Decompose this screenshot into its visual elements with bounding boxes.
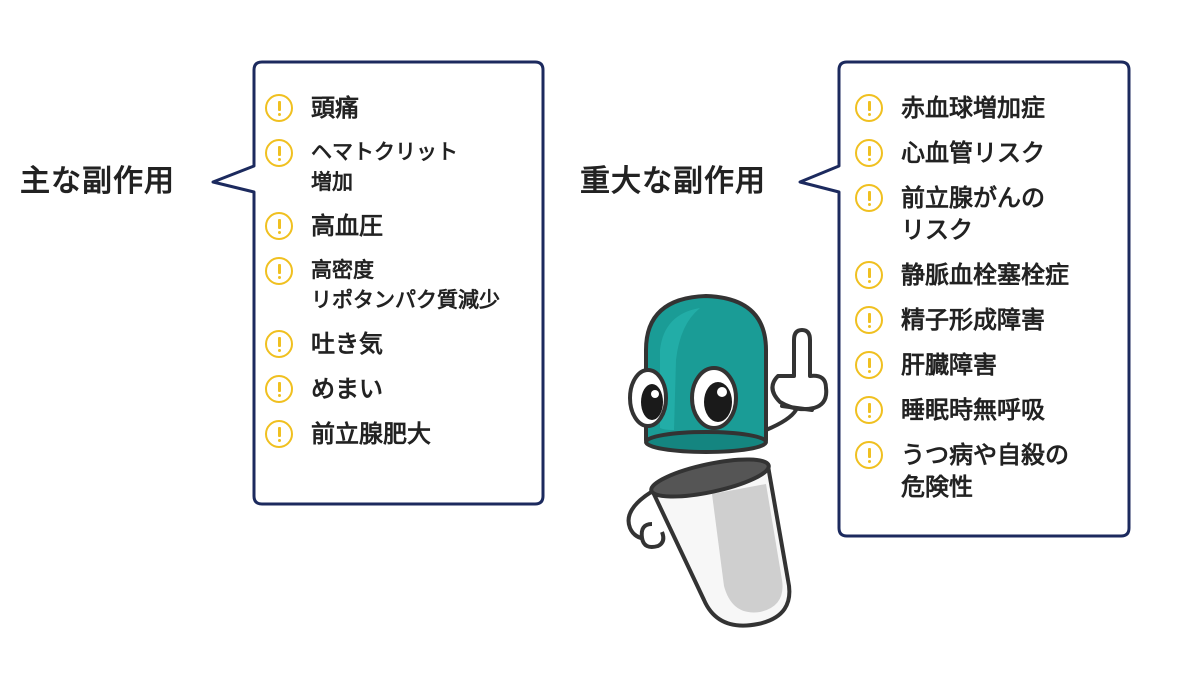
list-item-label: 静脈血栓塞栓症 xyxy=(901,261,1069,289)
main-side-effects-list: 頭痛 ヘマトクリット 増加 高血圧 高密度 リポタンパク質減少 吐き気 めまい … xyxy=(265,92,545,463)
list-item-label: うつ病や自殺の 危険性 xyxy=(901,441,1069,501)
list-item-label: 高血圧 xyxy=(311,212,383,240)
exclamation-circle-icon xyxy=(855,261,883,289)
exclamation-circle-icon xyxy=(855,396,883,424)
exclamation-circle-icon xyxy=(855,306,883,334)
list-item: 頭痛 xyxy=(265,92,545,124)
exclamation-circle-icon xyxy=(265,420,293,448)
list-item-label: 吐き気 xyxy=(311,330,383,358)
list-item: 吐き気 xyxy=(265,328,545,360)
capsule-mascot xyxy=(626,294,829,628)
exclamation-circle-icon xyxy=(265,330,293,358)
exclamation-circle-icon xyxy=(855,94,883,122)
list-item-label: 赤血球増加症 xyxy=(901,94,1045,122)
list-item: うつ病や自殺の 危険性 xyxy=(855,439,1125,503)
list-item: 心血管リスク xyxy=(855,137,1125,169)
list-item-label: 肝臓障害 xyxy=(901,351,997,379)
list-item-label: 精子形成障害 xyxy=(901,306,1045,334)
list-item-label: 心血管リスク xyxy=(901,139,1045,167)
list-item: 睡眠時無呼吸 xyxy=(855,394,1125,426)
list-item: 赤血球増加症 xyxy=(855,92,1125,124)
exclamation-circle-icon xyxy=(265,139,293,167)
exclamation-circle-icon xyxy=(265,212,293,240)
exclamation-circle-icon xyxy=(265,257,293,285)
list-item: ヘマトクリット 増加 xyxy=(265,137,545,197)
list-item: 精子形成障害 xyxy=(855,304,1125,336)
list-item-label: 頭痛 xyxy=(311,94,359,122)
serious-side-effects-heading: 重大な副作用 xyxy=(580,164,766,199)
list-item-label: めまい xyxy=(311,375,383,403)
list-item-label: 睡眠時無呼吸 xyxy=(901,396,1045,424)
list-item-label: 高密度 リポタンパク質減少 xyxy=(311,258,500,312)
serious-side-effects-list: 赤血球増加症 心血管リスク 前立腺がんの リスク 静脈血栓塞栓症 精子形成障害 … xyxy=(855,92,1125,516)
list-item: 高密度 リポタンパク質減少 xyxy=(265,255,545,315)
list-item: めまい xyxy=(265,373,545,405)
list-item-label: 前立腺肥大 xyxy=(311,420,431,448)
exclamation-circle-icon xyxy=(265,94,293,122)
list-item: 肝臓障害 xyxy=(855,349,1125,381)
exclamation-circle-icon xyxy=(855,139,883,167)
list-item-label: 前立腺がんの リスク xyxy=(901,184,1045,244)
exclamation-circle-icon xyxy=(855,351,883,379)
main-side-effects-heading: 主な副作用 xyxy=(20,164,175,199)
exclamation-circle-icon xyxy=(855,184,883,212)
list-item: 前立腺がんの リスク xyxy=(855,182,1125,246)
exclamation-circle-icon xyxy=(265,375,293,403)
list-item: 静脈血栓塞栓症 xyxy=(855,259,1125,291)
list-item-label: ヘマトクリット 増加 xyxy=(311,140,458,194)
list-item: 前立腺肥大 xyxy=(265,418,545,450)
exclamation-circle-icon xyxy=(855,441,883,469)
list-item: 高血圧 xyxy=(265,210,545,242)
